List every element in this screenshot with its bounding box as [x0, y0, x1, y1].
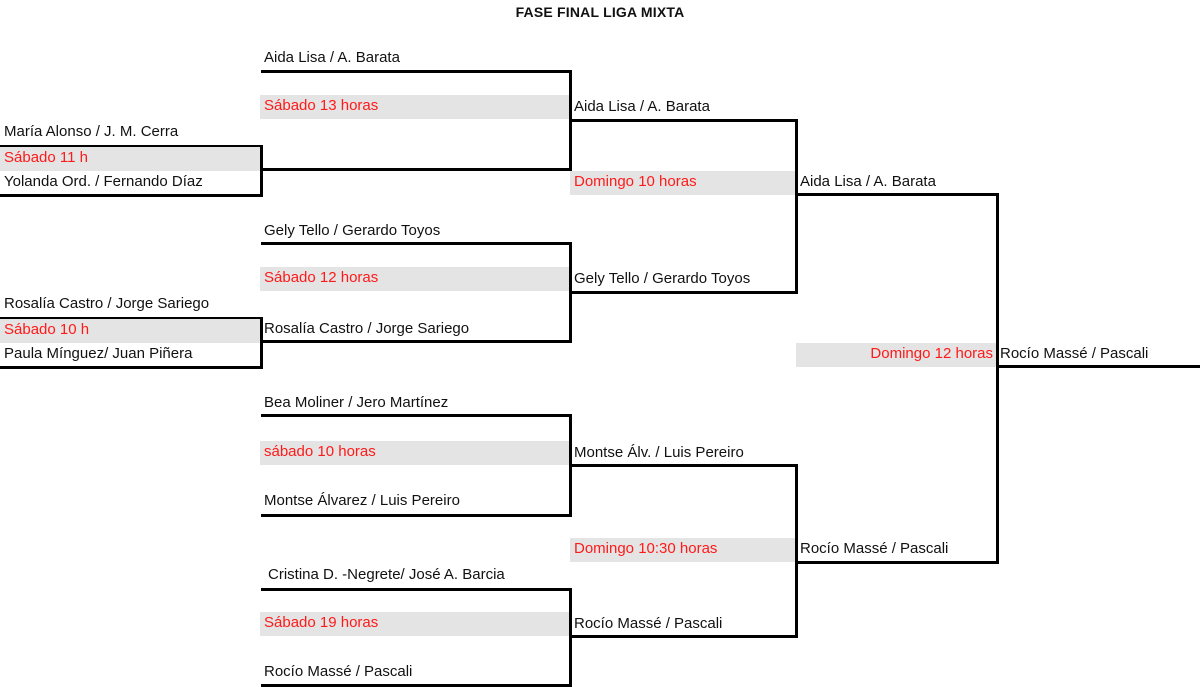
team-name: Aida Lisa / A. Barata — [264, 49, 400, 66]
team-name: Aida Lisa / A. Barata — [800, 173, 936, 190]
bracket-line — [569, 291, 798, 294]
bracket-line — [569, 464, 798, 467]
team-name: Rosalía Castro / Jorge Sariego — [4, 295, 210, 312]
team-name: Aida Lisa / A. Barata — [574, 98, 710, 115]
team-name: Yolanda Ord. / Fernando Díaz — [4, 173, 203, 190]
bracket-line — [261, 588, 572, 591]
bracket-line — [795, 561, 999, 564]
bracket-line — [569, 635, 798, 638]
team-name: Rocío Massé / Pascali — [574, 615, 723, 632]
bracket-line — [261, 514, 572, 517]
champion-name: Rocío Massé / Pascali — [1000, 345, 1149, 362]
team-name: María Alonso / J. M. Cerra — [4, 123, 179, 140]
bracket-line — [996, 365, 1200, 368]
match-time: Domingo 10:30 horas — [570, 538, 796, 562]
bracket-line — [261, 70, 572, 73]
match-time: Domingo 12 horas — [796, 343, 997, 367]
bracket-line — [261, 242, 572, 245]
page-title: FASE FINAL LIGA MIXTA — [515, 4, 685, 20]
match-time: Sábado 12 horas — [260, 267, 570, 291]
bracket-line — [261, 684, 572, 687]
team-name: Rocío Massé / Pascali — [264, 663, 413, 680]
bracket-line — [261, 414, 572, 417]
team-name: Paula Mínguez/ Juan Piñera — [4, 345, 193, 362]
match-time: Sábado 13 horas — [260, 95, 570, 119]
bracket-line — [996, 193, 999, 564]
team-name: Cristina D. -Negrete/ José A. Barcia — [268, 566, 505, 583]
bracket-line — [795, 464, 798, 638]
team-name: Rosalía Castro / Jorge Sariego — [264, 320, 470, 337]
bracket-line — [261, 340, 572, 343]
bracket-line — [261, 168, 572, 171]
team-name: Gely Tello / Gerardo Toyos — [264, 222, 441, 239]
match-time: sábado 10 horas — [260, 441, 570, 465]
team-name: Gely Tello / Gerardo Toyos — [574, 270, 751, 287]
bracket-line — [569, 119, 798, 122]
team-name: Montse Álvarez / Luis Pereiro — [264, 492, 460, 509]
match-time: Sábado 19 horas — [260, 612, 570, 636]
match-box — [0, 145, 263, 197]
match-time: Sábado 11 h — [0, 147, 260, 171]
team-name: Montse Álv. / Luis Pereiro — [574, 444, 744, 461]
match-box — [0, 317, 263, 369]
team-name: Bea Moliner / Jero Martínez — [264, 394, 449, 411]
match-time: Domingo 10 horas — [570, 171, 796, 195]
bracket-line — [795, 119, 798, 294]
team-name: Rocío Massé / Pascali — [800, 540, 949, 557]
bracket-line — [795, 193, 999, 196]
match-time: Sábado 10 h — [0, 319, 260, 343]
